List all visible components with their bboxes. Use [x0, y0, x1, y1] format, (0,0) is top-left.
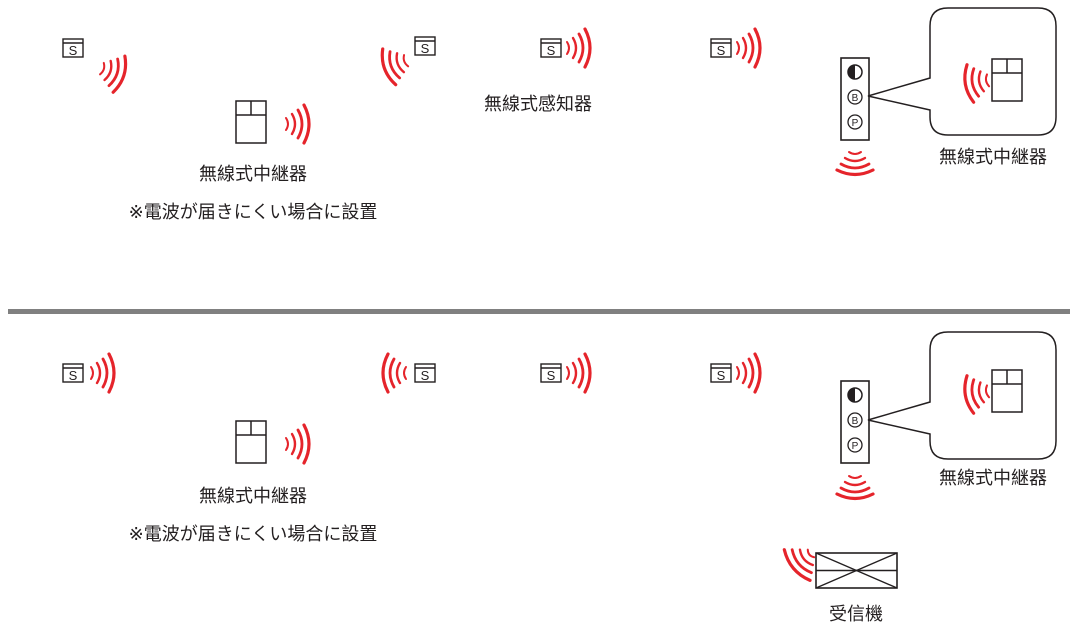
radio-wave-icon	[376, 41, 415, 89]
repeater-callout	[867, 331, 1057, 460]
repeater-label: 無線式中継器	[199, 486, 307, 507]
repeater-label: 無線式中継器	[939, 147, 1047, 168]
repeater-icon	[991, 58, 1023, 102]
radio-wave-icon	[94, 48, 132, 96]
svg-text:P: P	[852, 118, 859, 129]
sensor-s-icon: S	[710, 363, 732, 383]
radio-wave-icon	[284, 103, 311, 145]
repeater-callout	[867, 7, 1057, 136]
radio-wave-icon	[835, 474, 875, 501]
radio-wave-icon	[565, 27, 592, 69]
radio-wave-icon	[89, 352, 116, 394]
repeater-label: 無線式中継器	[939, 468, 1047, 489]
radio-wave-icon	[735, 352, 762, 394]
repeater-note: ※電波が届きにくい場合に設置	[129, 202, 378, 223]
repeater-icon	[235, 100, 267, 144]
receiver-label: 受信機	[829, 604, 883, 625]
repeater-label: 無線式中継器	[199, 164, 307, 185]
radio-wave-icon	[565, 352, 592, 394]
sensor-s-icon: S	[414, 363, 436, 383]
svg-text:S: S	[421, 368, 430, 383]
sensor-s-icon: S	[710, 38, 732, 58]
svg-text:S: S	[421, 41, 430, 56]
repeater-icon	[235, 420, 267, 464]
svg-text:S: S	[69, 43, 78, 58]
control-panel-icon: B P	[840, 380, 870, 464]
receiver-icon	[815, 552, 898, 589]
radio-wave-icon	[835, 150, 875, 177]
radio-wave-icon	[284, 423, 311, 465]
svg-text:S: S	[547, 43, 556, 58]
section-divider	[8, 309, 1070, 314]
repeater-note: ※電波が届きにくい場合に設置	[129, 524, 378, 545]
svg-text:P: P	[852, 441, 859, 452]
control-panel-icon: B P	[840, 57, 870, 141]
svg-text:B: B	[852, 416, 859, 427]
top-section: S S S 無線式感知器 S 無線式中継器 ※電波が届きにくい場合に設置	[62, 7, 1057, 223]
sensor-s-icon: S	[414, 36, 436, 56]
sensor-s-icon: S	[540, 363, 562, 383]
svg-text:S: S	[717, 368, 726, 383]
radio-wave-icon	[735, 27, 762, 69]
sensor-s-icon: S	[62, 38, 84, 58]
repeater-icon	[991, 369, 1023, 413]
svg-text:S: S	[547, 368, 556, 383]
bottom-section: S S S S 無線式中継器 ※電波が届きにくい場合に設置	[62, 331, 1057, 625]
sensor-s-icon: S	[540, 38, 562, 58]
sensor-label: 無線式感知器	[484, 94, 592, 115]
svg-text:S: S	[717, 43, 726, 58]
radio-wave-icon	[381, 352, 408, 394]
svg-text:S: S	[69, 368, 78, 383]
svg-text:B: B	[852, 93, 859, 104]
sensor-s-icon: S	[62, 363, 84, 383]
